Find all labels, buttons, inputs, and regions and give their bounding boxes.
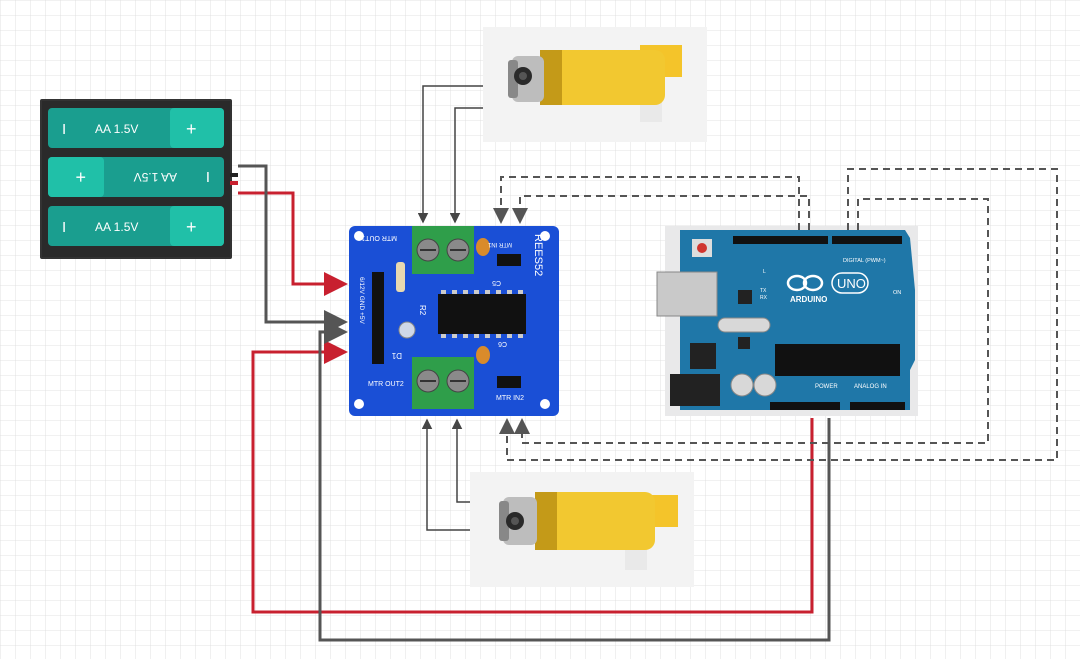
digital-label: DIGITAL (PWM~) bbox=[843, 258, 886, 264]
brand-label: REES52 bbox=[532, 234, 544, 276]
wire-motor-bottom-b bbox=[451, 418, 470, 503]
arduino-logo bbox=[786, 274, 824, 292]
mtr-in2-header bbox=[497, 376, 521, 388]
capacitor-1 bbox=[730, 373, 754, 397]
wire-signal-in1-b bbox=[512, 195, 810, 230]
power-pins-label: 6/12V GND +5V bbox=[358, 277, 365, 324]
battery-cell-2: I AA 1.5V + bbox=[48, 157, 224, 197]
cell-2-pos: + bbox=[75, 167, 86, 187]
cell-3-neg: I bbox=[62, 219, 66, 236]
usb-port bbox=[656, 271, 718, 317]
cell-3-pos: + bbox=[186, 217, 197, 237]
wire-motor-bottom-a bbox=[421, 418, 470, 531]
tx-label: TX bbox=[760, 288, 767, 294]
capacitor-2 bbox=[753, 373, 777, 397]
capacitor-c5-top bbox=[476, 238, 490, 256]
wire-battery-negative bbox=[238, 164, 348, 334]
driver-ic-chip bbox=[438, 290, 526, 338]
digital-header-right bbox=[832, 236, 902, 244]
mtr-in1-header bbox=[497, 254, 521, 266]
cell-1-label: AA 1.5V bbox=[95, 122, 138, 136]
arduino-uno-board: ARDUINO UNO DIGITAL (PWM~) POWER ANALOG … bbox=[656, 226, 918, 416]
battery-cell-1: I AA 1.5V + bbox=[48, 108, 224, 148]
capacitor-c6 bbox=[476, 346, 490, 364]
power-header-arduino bbox=[770, 402, 840, 410]
terminal-block-top bbox=[412, 226, 474, 274]
cell-3-label: AA 1.5V bbox=[95, 220, 138, 234]
motor-top bbox=[483, 27, 707, 142]
wire-motor-top-a bbox=[417, 85, 483, 224]
rx-label: RX bbox=[760, 295, 768, 301]
mtr-in1-label: MTR IN1 bbox=[487, 241, 512, 247]
wire-signal-in1-a bbox=[493, 176, 800, 230]
mtr-out1-label: MTR OUT1 bbox=[361, 234, 397, 241]
c5-label: C5 bbox=[492, 279, 501, 286]
wire-arduino-5v bbox=[251, 340, 814, 614]
wire-arduino-gnd bbox=[318, 320, 831, 642]
cell-1-pos: + bbox=[186, 119, 197, 139]
analog-label: ANALOG IN bbox=[854, 384, 887, 390]
crystal bbox=[717, 317, 771, 333]
wire-motor-top-b bbox=[449, 107, 483, 224]
terminal-block-bottom bbox=[412, 357, 474, 409]
cell-1-neg: I bbox=[62, 121, 66, 138]
battery-cell-3: I AA 1.5V + bbox=[48, 206, 224, 246]
cell-2-neg: I bbox=[206, 168, 210, 185]
digital-header-left bbox=[733, 236, 828, 244]
analog-header bbox=[850, 402, 905, 410]
arduino-model: UNO bbox=[837, 276, 866, 291]
motor-driver-board: REES52 MTR OUT1 MTR OUT2 MTR IN1 MTR IN2… bbox=[349, 226, 559, 416]
c6-label: C6 bbox=[498, 340, 507, 347]
battery-pack: I AA 1.5V + I AA 1.5V + I AA 1.5V + bbox=[40, 99, 238, 259]
led bbox=[398, 321, 416, 339]
mtr-out2-label: MTR OUT2 bbox=[368, 381, 404, 388]
r2-label: R2 bbox=[418, 305, 427, 316]
d1-label: D1 bbox=[391, 351, 402, 360]
l-label: L bbox=[763, 269, 766, 275]
wire-signal-in2-b bbox=[514, 198, 989, 444]
reset-button bbox=[697, 243, 707, 253]
on-label: ON bbox=[893, 290, 901, 296]
wire-signal-in2-a bbox=[499, 168, 1058, 461]
resistor-r2 bbox=[396, 262, 405, 292]
power-label: POWER bbox=[815, 384, 838, 390]
cell-2-label: AA 1.5V bbox=[134, 170, 177, 184]
power-header bbox=[372, 272, 384, 364]
arduino-brand: ARDUINO bbox=[790, 295, 827, 304]
motor-bottom bbox=[470, 472, 694, 587]
atmega-chip bbox=[775, 344, 900, 376]
power-jack bbox=[670, 374, 720, 406]
wires bbox=[238, 85, 1058, 642]
mtr-in2-label: MTR IN2 bbox=[496, 395, 524, 402]
